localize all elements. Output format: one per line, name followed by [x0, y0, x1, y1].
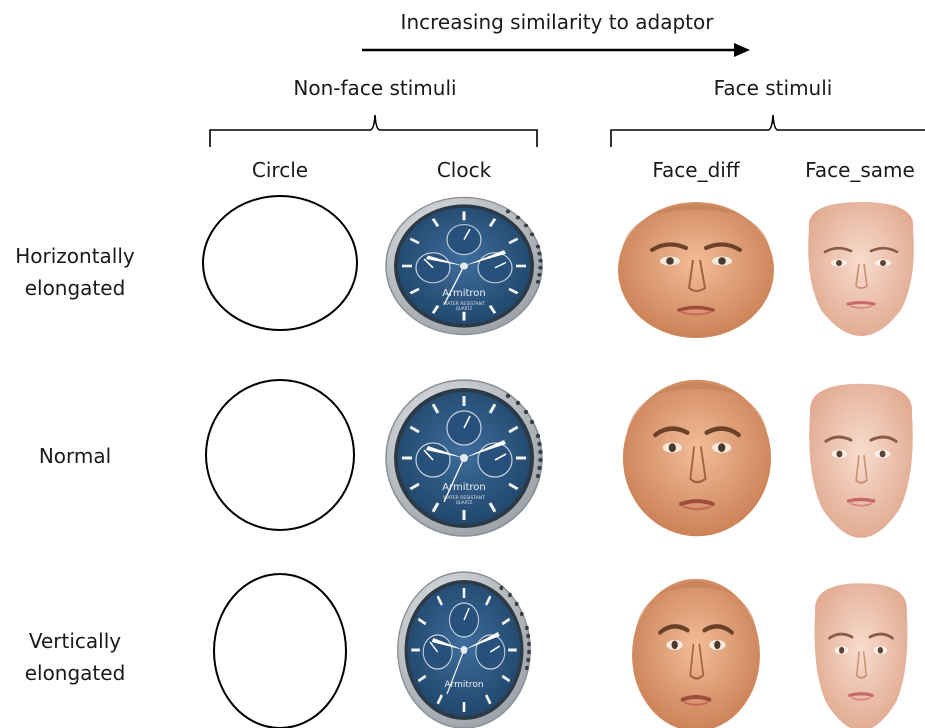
face-same-vertical — [812, 581, 910, 728]
column-header-clock: Clock — [436, 158, 492, 182]
brace-face — [610, 114, 925, 147]
clock-sub1-normal: WATER RESISTANT — [443, 495, 485, 501]
column-header-circle: Circle — [251, 158, 309, 182]
face-diff-normal — [623, 380, 771, 536]
row-label-horizontal-line2: elongated — [24, 276, 126, 300]
row-label-vertical: Vertically elongated — [0, 625, 150, 689]
row-label-normal-line1: Normal — [38, 444, 112, 468]
face-diff-horizontal — [616, 200, 776, 340]
circle-normal — [205, 379, 355, 531]
row-label-vertical-line1: Vertically — [28, 629, 122, 653]
circle-vertical — [213, 573, 347, 728]
face-diff-vertical — [632, 579, 760, 728]
face-same-normal — [807, 382, 915, 540]
clock-sub2-normal: QUARTZ — [456, 500, 473, 505]
arrow-label: Increasing similarity to adaptor — [400, 10, 714, 34]
circle-horizontal — [202, 195, 358, 331]
row-label-normal: Normal — [0, 440, 150, 472]
clock-brand-normal: Armitron — [442, 482, 486, 493]
column-header-face-same: Face_same — [805, 158, 915, 182]
brace-nonface — [209, 114, 538, 147]
group-label-face: Face stimuli — [713, 76, 833, 100]
row-label-horizontal-line1: Horizontally — [15, 244, 135, 268]
clock-brand-vertical: Armitron — [444, 680, 483, 690]
clock-sub1-horizontal: WATER RESISTANT — [443, 301, 485, 307]
row-label-horizontal: Horizontally elongated — [0, 240, 150, 304]
row-label-vertical-line2: elongated — [24, 661, 126, 685]
clock-horizontal — [384, 195, 545, 337]
clock-normal — [384, 378, 545, 538]
clock-brand-horizontal: Armitron — [442, 288, 486, 299]
group-label-nonface: Non-face stimuli — [293, 76, 457, 100]
similarity-arrowhead — [734, 43, 750, 57]
clock-vertical — [396, 570, 533, 728]
column-header-face-diff: Face_diff — [652, 158, 740, 182]
clock-sub2-horizontal: QUARTZ — [456, 306, 473, 311]
face-same-horizontal — [806, 200, 916, 338]
